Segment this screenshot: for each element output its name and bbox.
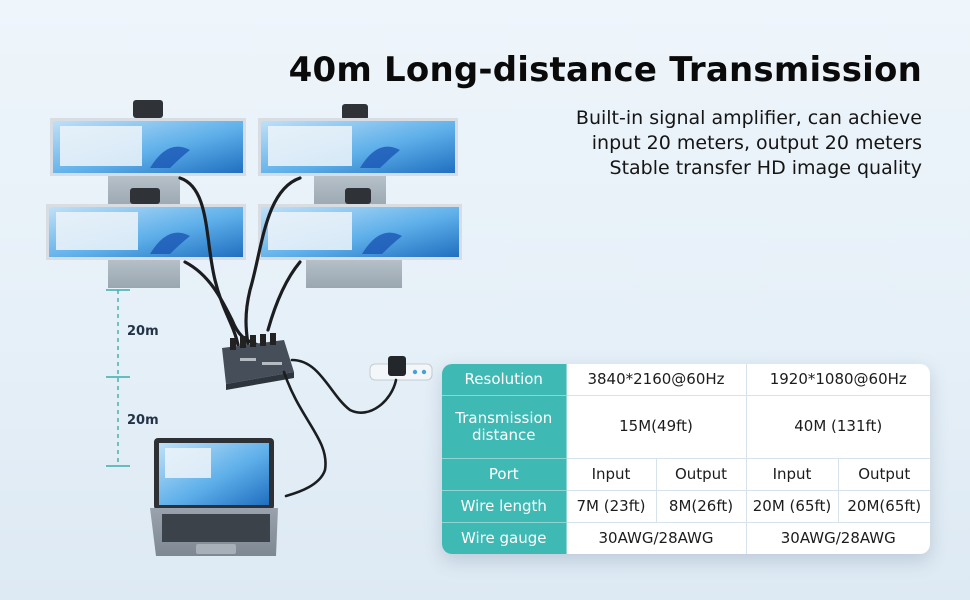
table-row: Transmission distance 15M(49ft) 40M (131… [442,394,930,459]
table-cell: 40M (131ft) [745,394,930,459]
page-title: 40m Long-distance Transmission [288,50,922,90]
hdmi-splitter-device [222,333,294,390]
laptop [150,438,278,556]
table-cell: Input [565,457,657,491]
table-row: Wire gauge 30AWG/28AWG 30AWG/28AWG [442,522,930,554]
distance-label-upper: 20m [127,324,159,339]
row-label: Port [442,457,567,491]
spec-table: Resolution 3840*2160@60Hz 1920*1080@60Hz… [442,364,930,554]
table-cell: 30AWG/28AWG [745,522,930,554]
table-row: Resolution 3840*2160@60Hz 1920*1080@60Hz [442,364,930,396]
distance-label-lower: 20m [127,413,159,428]
distance-guide [106,289,130,467]
monitor-top-right [258,118,458,176]
monitor-bottom-right [258,204,462,260]
row-label: Wire length [442,489,567,524]
table-cell: 20M (65ft) [745,489,839,524]
table-row: Port Input Output Input Output [442,457,930,491]
input-cables [282,358,398,498]
monitor-bottom-left [46,204,246,260]
table-cell: 8M(26ft) [655,489,747,524]
table-cell: 1920*1080@60Hz [745,364,930,396]
table-cell: Input [745,457,839,491]
table-cell: Output [655,457,747,491]
table-cell: 30AWG/28AWG [565,522,747,554]
table-cell: Output [837,457,930,491]
feature-line: Stable transfer HD image quality [609,157,922,179]
row-label: Transmission distance [442,394,567,459]
monitor-stands [108,100,402,288]
table-cell: 20M(65ft) [837,489,930,524]
row-label: Resolution [442,364,567,396]
table-cell: 15M(49ft) [565,394,747,459]
monitor-top-left [50,118,246,176]
feature-line: Built-in signal amplifier, can achieve [575,107,922,129]
power-strip [369,356,433,381]
table-cell: 7M (23ft) [565,489,657,524]
feature-line: input 20 meters, output 20 meters [591,132,922,154]
table-row: Wire length 7M (23ft) 8M(26ft) 20M (65ft… [442,489,930,524]
feature-description: Built-in signal amplifier, can achieve i… [576,106,922,181]
spec-table-card: Resolution 3840*2160@60Hz 1920*1080@60Hz… [442,364,930,554]
row-label: Wire gauge [442,522,567,554]
table-cell: 3840*2160@60Hz [565,364,747,396]
monitor-cables [178,176,302,347]
